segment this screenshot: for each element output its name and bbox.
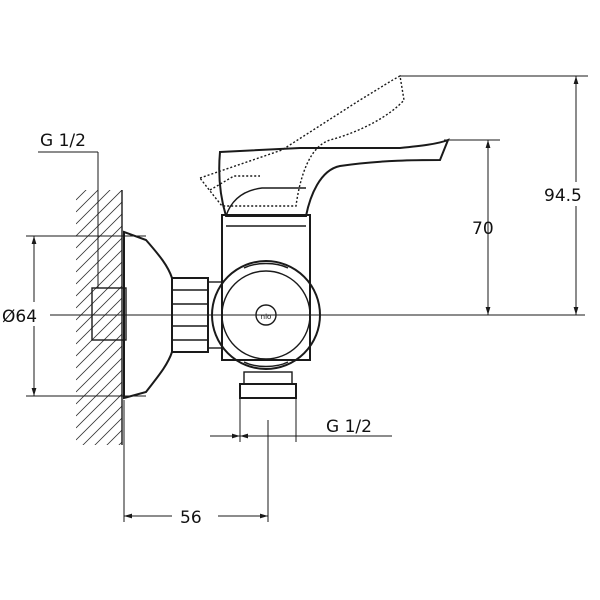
dim-depth: 56 (123, 400, 269, 528)
dim-diameter-label: Ø64 (2, 307, 37, 327)
dim-bottom-thread-label: G 1/2 (326, 417, 372, 437)
dim-diameter: Ø64 (0, 235, 146, 397)
dim-top-thread: G 1/2 (38, 131, 99, 288)
dim-height-raised: 94.5 (400, 75, 598, 315)
dim-bottom-thread: G 1/2 (210, 398, 392, 442)
mixer-body: nlo (211, 214, 321, 370)
dim-height-lever: 70 (444, 139, 500, 315)
wall-inlet-pipe (91, 287, 127, 341)
bottom-outlet (239, 371, 297, 399)
wall-hatching (76, 190, 122, 445)
svg-text:nlo: nlo (261, 313, 272, 321)
lever-handle (218, 138, 450, 217)
dim-height-lever-label: 70 (472, 219, 494, 239)
dim-depth-label: 56 (180, 508, 202, 528)
dim-height-raised-label: 94.5 (544, 186, 582, 206)
dim-top-thread-label: G 1/2 (40, 131, 86, 151)
lever-handle-raised (198, 74, 405, 207)
